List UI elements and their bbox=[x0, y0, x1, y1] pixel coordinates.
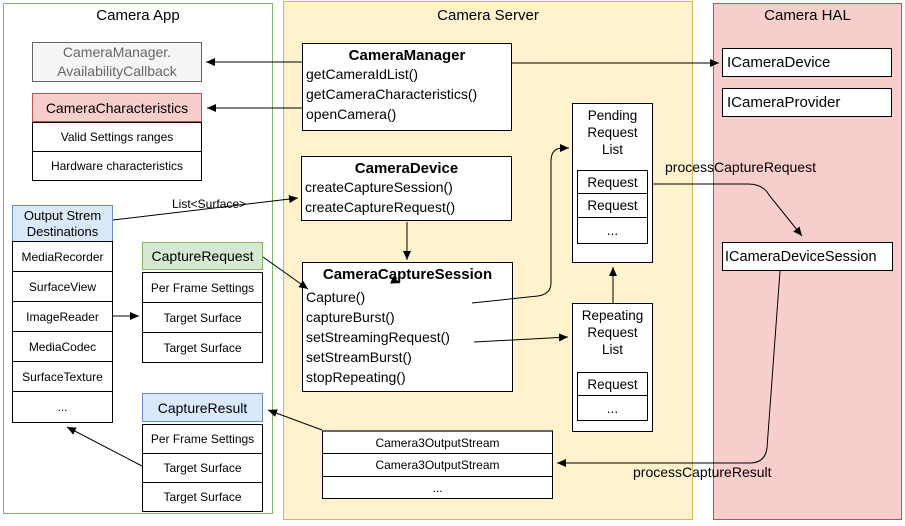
output-stream-row: Camera3OutputStream bbox=[322, 453, 553, 477]
process-capture-request-label: processCaptureRequest bbox=[665, 159, 816, 175]
pending-request-list-title: Pending Request List bbox=[587, 108, 638, 157]
output-destinations-list: MediaRecorder SurfaceView ImageReader Me… bbox=[12, 241, 113, 423]
request-item: ... bbox=[577, 217, 648, 244]
capture-request-row: Target Surface bbox=[142, 332, 263, 363]
capture-request-row: Per Frame Settings bbox=[142, 272, 263, 303]
camera3-output-stream-table: Camera3OutputStream Camera3OutputStream … bbox=[322, 430, 553, 499]
list-item: ... bbox=[12, 391, 113, 423]
request-item: Request bbox=[577, 193, 648, 218]
process-capture-result-label: processCaptureResult bbox=[633, 464, 772, 480]
list-surface-label: List<Surface> bbox=[172, 197, 247, 211]
camera-device-box: CameraDevice createCaptureSession() crea… bbox=[301, 156, 512, 221]
capture-result-row: Per Frame Settings bbox=[142, 424, 263, 454]
capture-result-row: Target Surface bbox=[142, 453, 263, 483]
method: getCameraCharacteristics() bbox=[306, 86, 478, 102]
camera-characteristics-rows: Valid Settings ranges Hardware character… bbox=[32, 122, 202, 181]
list-item: MediaCodec bbox=[12, 331, 113, 362]
repeating-request-items: Request ... bbox=[577, 372, 648, 421]
output-destinations-title-line1: Output Strem bbox=[23, 207, 102, 223]
method: Capture() bbox=[306, 289, 366, 305]
output-stream-row: Camera3OutputStream bbox=[322, 430, 553, 454]
capture-request-rows: Per Frame Settings Target Surface Target… bbox=[142, 272, 263, 363]
method: openCamera() bbox=[306, 106, 397, 122]
camera-app-title: Camera App bbox=[96, 7, 180, 24]
camera-characteristics-header: CameraCharacteristics bbox=[32, 93, 202, 122]
output-destinations-title-line2: Destinations bbox=[26, 223, 99, 239]
camera-manager-box: CameraManager getCameraIdList() getCamer… bbox=[302, 43, 512, 131]
capture-request-header: CaptureRequest bbox=[142, 242, 263, 270]
method: stopRepeating() bbox=[306, 369, 406, 385]
camera-manager-title: CameraManager bbox=[348, 47, 466, 64]
capture-result-header: CaptureResult bbox=[142, 393, 263, 422]
list-item: SurfaceView bbox=[12, 271, 113, 302]
capture-result-row: Target Surface bbox=[142, 482, 263, 512]
camera-hal-title: Camera HAL bbox=[764, 7, 851, 24]
characteristics-row: Hardware characteristics bbox=[32, 151, 202, 181]
availability-callback-line1: CameraManager. bbox=[62, 44, 172, 60]
camera-capture-session-box: CameraCaptureSession Capture() captureBu… bbox=[302, 262, 513, 392]
method: getCameraIdList() bbox=[306, 66, 419, 82]
characteristics-row: Valid Settings ranges bbox=[32, 122, 202, 152]
icamera-device-box: ICameraDevice bbox=[722, 48, 892, 77]
pending-request-items: Request Request ... bbox=[577, 170, 648, 244]
list-item: SurfaceTexture bbox=[12, 361, 113, 392]
method: createCaptureRequest() bbox=[305, 199, 456, 215]
availability-callback-line2: AvailabilityCallback bbox=[57, 63, 177, 79]
method: setStreamBurst() bbox=[306, 349, 412, 365]
icamera-device-session-box: ICameraDeviceSession bbox=[722, 242, 893, 271]
list-item: ImageReader bbox=[12, 301, 113, 332]
capture-request-row: Target Surface bbox=[142, 302, 263, 333]
repeating-request-list-title: Repeating Request List bbox=[581, 308, 644, 357]
request-item: Request bbox=[577, 170, 648, 194]
availability-callback-box: CameraManager. AvailabilityCallback bbox=[32, 42, 202, 82]
camera-capture-session-title: CameraCaptureSession bbox=[322, 266, 493, 283]
camera-device-title: CameraDevice bbox=[354, 160, 459, 177]
method: setStreamingRequest() bbox=[306, 329, 450, 345]
method: createCaptureSession() bbox=[305, 179, 453, 195]
output-stream-row: ... bbox=[322, 476, 553, 499]
icamera-provider-box: ICameraProvider bbox=[722, 88, 892, 117]
capture-result-rows: Per Frame Settings Target Surface Target… bbox=[142, 424, 263, 512]
request-item: ... bbox=[577, 395, 648, 421]
list-item: MediaRecorder bbox=[12, 241, 113, 272]
camera-server-title: Camera Server bbox=[437, 7, 539, 24]
output-destinations-header: Output Strem Destinations bbox=[12, 205, 113, 242]
method: captureBurst() bbox=[306, 309, 395, 325]
request-item: Request bbox=[577, 372, 648, 396]
